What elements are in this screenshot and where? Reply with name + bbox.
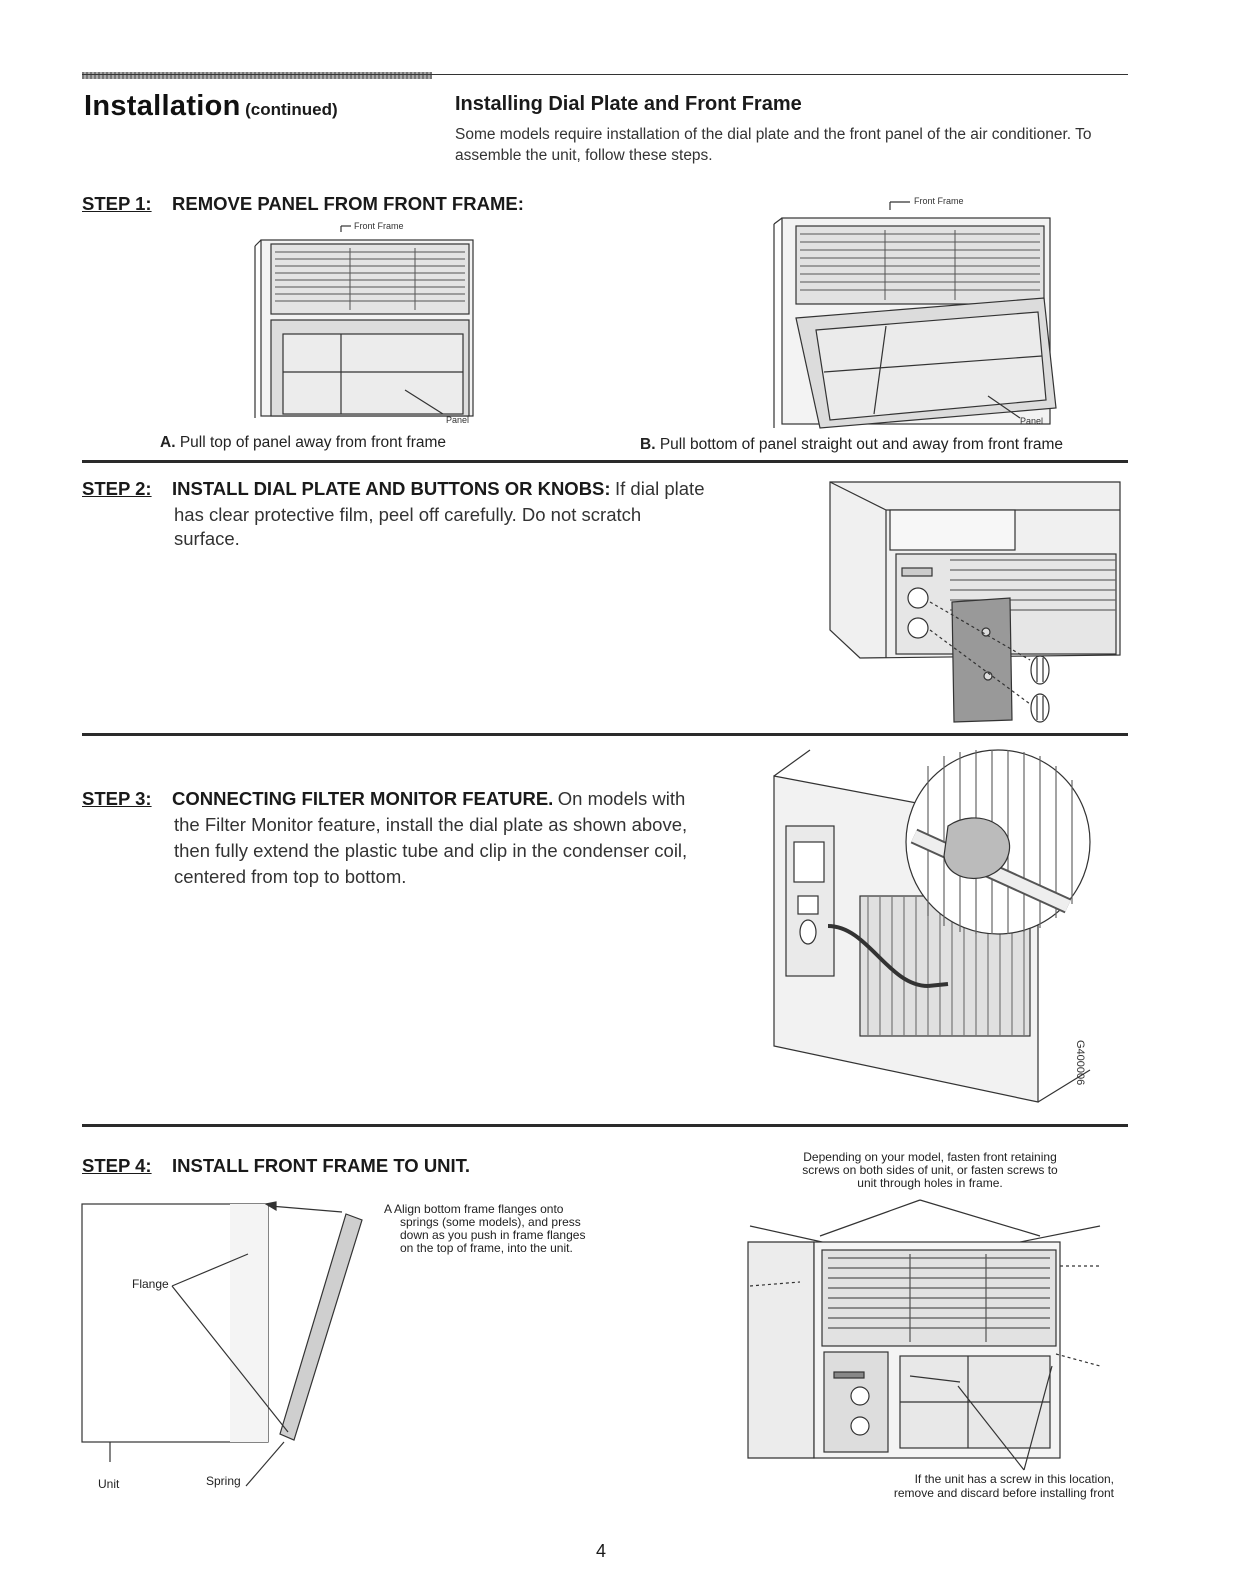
page-title: Installation (continued) bbox=[84, 90, 338, 123]
note-a-line4: on the top of frame, into the unit. bbox=[400, 1242, 573, 1255]
divider-2 bbox=[82, 733, 1128, 736]
figure-code: G400006 bbox=[1074, 1040, 1086, 1085]
right-note-line3: unit through holes in frame. bbox=[760, 1177, 1100, 1190]
step4-figure-right bbox=[740, 1196, 1120, 1472]
step3-text-line4: centered from top to bottom. bbox=[174, 865, 406, 889]
step2-text-line3: surface. bbox=[174, 527, 240, 551]
fig-b-panel-callout: Panel bbox=[1020, 416, 1043, 426]
unit-callout: Unit bbox=[98, 1478, 119, 1491]
step1-figure-a bbox=[255, 222, 485, 422]
flange-callout: Flange bbox=[132, 1278, 169, 1291]
fig-a-caption: A. Pull top of panel away from front fra… bbox=[160, 434, 446, 452]
step2-heading: STEP 2: INSTALL DIAL PLATE AND BUTTONS O… bbox=[82, 477, 772, 501]
divider-1 bbox=[82, 460, 1128, 463]
step3-heading: STEP 3: CONNECTING FILTER MONITOR FEATUR… bbox=[82, 787, 762, 811]
section-intro: Some models require installation of the … bbox=[455, 124, 1145, 166]
bottom-note-line2: remove and discard before installing fro… bbox=[800, 1487, 1114, 1500]
page-number: 4 bbox=[596, 1541, 606, 1562]
step4-heading: STEP 4: INSTALL FRONT FRAME TO UNIT. bbox=[82, 1155, 470, 1177]
header-rule bbox=[82, 74, 1128, 75]
step4-figure-left bbox=[80, 1200, 380, 1490]
fig-b-front-frame-callout: Front Frame bbox=[914, 196, 964, 206]
step1-heading: STEP 1: REMOVE PANEL FROM FRONT FRAME: bbox=[82, 193, 524, 215]
bottom-note-line1: If the unit has a screw in this location… bbox=[800, 1473, 1114, 1486]
section-title: Installing Dial Plate and Front Frame bbox=[455, 93, 802, 116]
fig-a-panel-callout: Panel bbox=[446, 415, 469, 425]
fig-a-front-frame-callout: Front Frame bbox=[354, 221, 404, 231]
step2-text-line2: has clear protective film, peel off care… bbox=[174, 503, 641, 527]
step2-figure bbox=[830, 480, 1130, 725]
fig-b-caption: B. Pull bottom of panel straight out and… bbox=[640, 436, 1063, 454]
step3-figure bbox=[768, 746, 1113, 1116]
divider-3 bbox=[82, 1124, 1128, 1127]
step1-figure-b bbox=[770, 200, 1060, 430]
step3-text-line2: the Filter Monitor feature, install the … bbox=[174, 813, 687, 837]
step3-text-line3: then fully extend the plastic tube and c… bbox=[174, 839, 687, 863]
spring-callout: Spring bbox=[206, 1475, 241, 1488]
